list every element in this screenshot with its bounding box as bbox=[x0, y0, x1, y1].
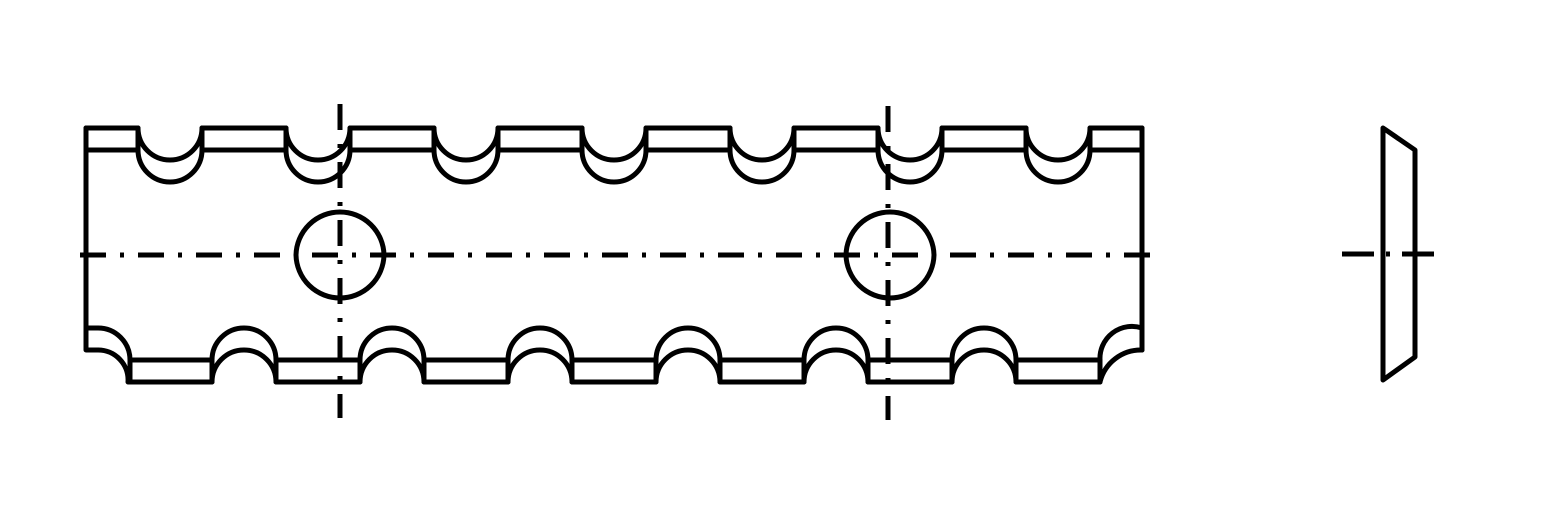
side-view bbox=[1342, 125, 1440, 383]
bottom-strip-joints bbox=[127, 357, 1103, 385]
top-strip-joints bbox=[135, 125, 1093, 153]
blade-profile-outline bbox=[1380, 125, 1418, 383]
top-strip-inner-edge bbox=[83, 147, 1145, 185]
blade-left-edge bbox=[83, 125, 101, 353]
bottom-strip-outer-edge bbox=[95, 347, 1145, 385]
bottom-strip-inner-edge bbox=[83, 323, 1145, 363]
top-strip-outer-edge bbox=[83, 125, 1145, 163]
front-view bbox=[80, 104, 1152, 420]
